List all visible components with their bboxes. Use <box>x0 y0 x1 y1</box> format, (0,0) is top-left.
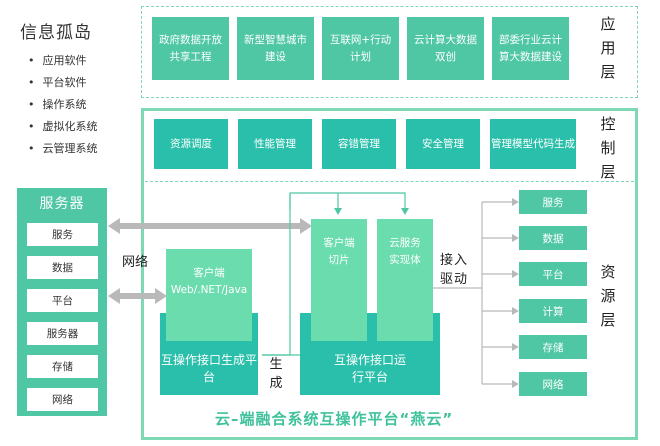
client-slice-tile: 客户端切片 <box>311 219 367 341</box>
cloud-service-tile: 云服务实现体 <box>377 219 433 341</box>
run-platform-label: 互操作接口运行平台 <box>333 353 406 385</box>
server-item: 数据 <box>27 256 98 279</box>
island-item: 平台软件 <box>28 74 87 90</box>
generate-label: 生成 <box>269 357 283 391</box>
network-arrow-top <box>108 218 312 234</box>
resource-tile: 平台 <box>519 262 587 286</box>
resource-tile: 存储 <box>519 335 587 359</box>
access-driver-arrowheads <box>512 198 519 388</box>
access-driver-label: 接入驱动 <box>440 253 469 287</box>
network-label: 网络 <box>122 255 149 270</box>
resource-layer-label: 资源层 <box>600 263 616 329</box>
island-item: 云管理系统 <box>28 140 98 156</box>
gen-platform-label: 互操作接口生成平台 <box>160 353 257 385</box>
network-arrow-bottom <box>108 288 167 304</box>
island-item: 应用软件 <box>28 52 87 68</box>
island-item: 操作系统 <box>28 96 87 112</box>
resource-tile: 网络 <box>519 372 587 396</box>
island-title: 信息孤岛 <box>20 23 92 43</box>
resource-tile: 服务 <box>519 190 587 214</box>
app-tile: 新型智慧城市建设 <box>237 17 314 80</box>
control-tile: 管理模型代码生成 <box>490 119 576 169</box>
island-item: 虚拟化系统 <box>28 118 98 134</box>
client-tile: 客户端Web/.NET/Java <box>166 249 252 341</box>
application-layer-label: 应用层 <box>600 15 616 81</box>
platform-title: 云–端融合系统互操作平台“燕云” <box>215 410 454 428</box>
server-item: 平台 <box>27 289 98 312</box>
app-tile: 云计算大数据双创 <box>407 17 484 80</box>
control-down-arrows <box>289 192 406 210</box>
app-tile: 部委行业云计算大数据建设 <box>492 17 569 80</box>
server-item: 网络 <box>27 388 98 411</box>
generate-connector <box>262 193 300 356</box>
control-tile: 性能管理 <box>238 119 312 169</box>
control-tile: 安全管理 <box>406 119 480 169</box>
resource-tile: 数据 <box>519 226 587 250</box>
server-item: 服务 <box>27 223 98 246</box>
server-item: 存储 <box>27 355 98 378</box>
server-title: 服务器 <box>39 196 85 212</box>
platform-container <box>141 108 638 440</box>
control-tile: 资源调度 <box>154 119 228 169</box>
control-layer-divider <box>145 112 634 182</box>
app-tile: 政府数据开放共享工程 <box>152 17 229 80</box>
access-driver-fanout <box>433 201 512 385</box>
control-layer-label: 控制层 <box>600 115 616 181</box>
app-tile: 互联网+行动计划 <box>322 17 399 80</box>
application-layer-box <box>141 6 638 98</box>
control-tile: 容错管理 <box>322 119 396 169</box>
resource-tile: 计算 <box>519 299 587 323</box>
server-item: 服务器 <box>27 322 98 345</box>
